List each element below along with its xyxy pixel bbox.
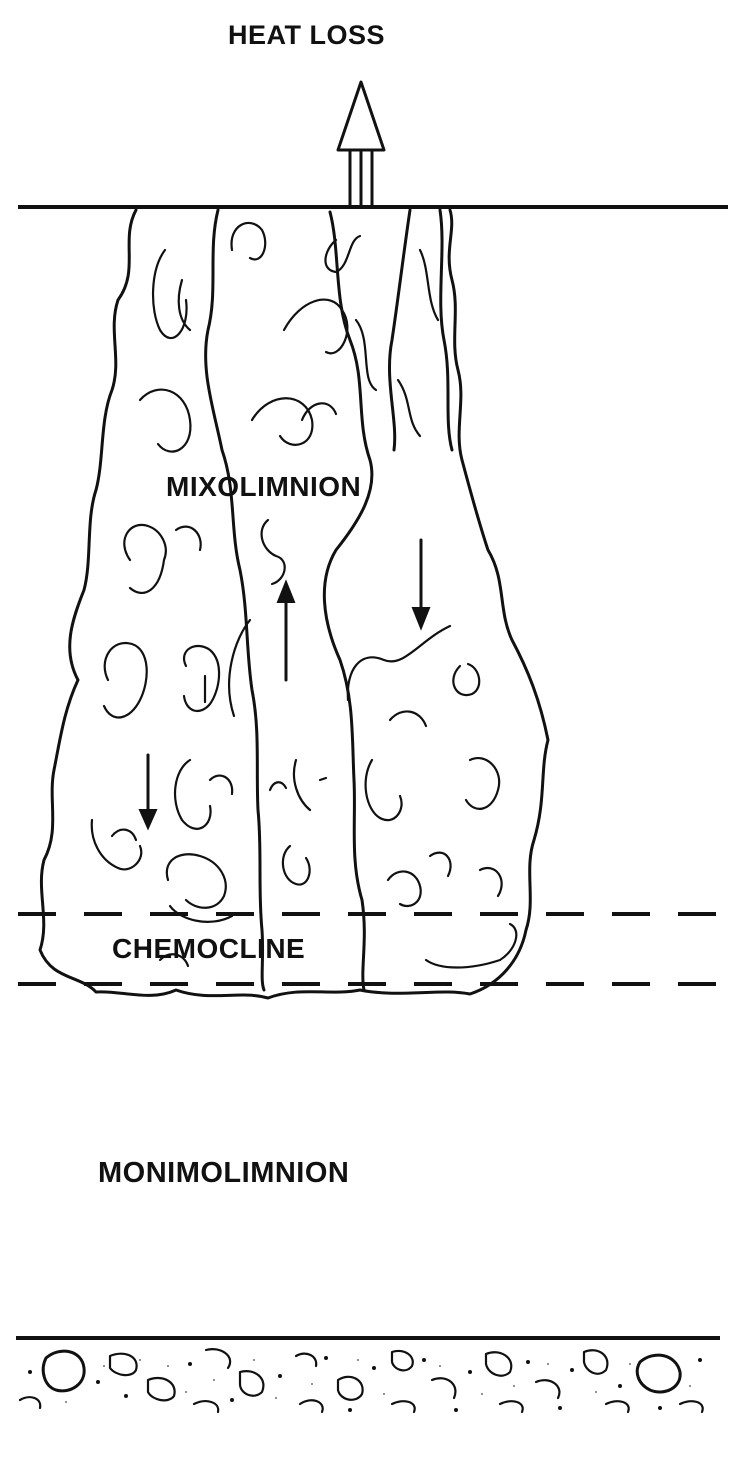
turbulent-eddies [92, 223, 517, 968]
lake-bottom-sediment [16, 1338, 720, 1412]
heat-loss-label: HEAT LOSS [228, 20, 385, 50]
chemocline-label: CHEMOCLINE [112, 933, 305, 964]
convective-plume [40, 210, 548, 998]
monimolimnion-label: MONIMOLIMNION [98, 1157, 349, 1189]
heat-loss-arrow [338, 82, 384, 206]
mixolimnion-label: MIXOLIMNION [166, 471, 361, 502]
